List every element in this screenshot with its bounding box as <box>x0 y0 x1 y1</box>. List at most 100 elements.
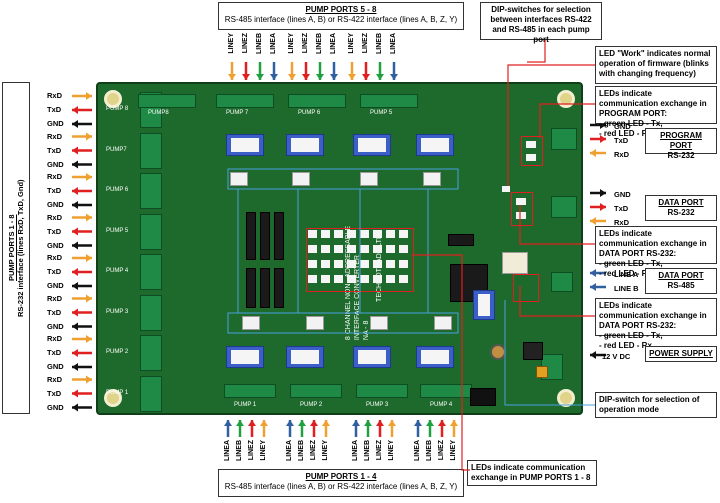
left-line-label: RxD <box>47 91 63 100</box>
left-line-label: RxD <box>47 131 63 141</box>
top-line-arrow <box>228 62 236 80</box>
top-line-arrow <box>348 62 356 80</box>
pump-led <box>386 275 395 283</box>
dip-switch-sa9[interactable] <box>416 134 454 156</box>
left-line-label: GND <box>47 200 64 209</box>
bottom-line-arrow <box>414 420 422 437</box>
pump-led <box>399 260 408 268</box>
left-line-label: TxD <box>47 226 62 236</box>
pump-left-label: PUMP 1 <box>106 389 129 396</box>
dip-switch-sa1[interactable] <box>226 346 264 368</box>
pump-led <box>373 245 382 253</box>
rs232-pump-connector <box>140 335 162 371</box>
pump-bottom-label: PUMP 3 <box>366 402 389 408</box>
data485-led-frame <box>513 274 539 302</box>
program-port-box: PROGRAM PORT RS-232 <box>645 128 717 160</box>
bottom-line-arrow <box>224 420 232 437</box>
left-line-label: RxD <box>47 212 63 222</box>
top-line-arrow <box>242 62 250 80</box>
left-line-arrow <box>72 241 92 250</box>
ic-chip <box>274 212 284 260</box>
callout-led-pump: LEDs indicate communication exchange in … <box>467 460 597 486</box>
pump-left-label: PUMP 8 <box>106 106 129 112</box>
pump-bottom-connector <box>224 384 276 398</box>
top-line-arrow <box>288 62 296 80</box>
right-port-arrow <box>590 217 606 225</box>
optocoupler <box>434 316 452 330</box>
pump-bottom-connector <box>356 384 408 398</box>
left-line-arrow <box>72 335 92 343</box>
bottom-subtitle: RS-485 interface (lines A, B) or RS-422 … <box>224 482 458 491</box>
data232-title: DATA PORT <box>658 198 704 207</box>
pump-top-label: PUMP 6 <box>298 110 321 116</box>
bottom-line-arrow <box>286 420 294 437</box>
dip-switch-sa7[interactable] <box>416 346 454 368</box>
optocoupler <box>423 172 441 186</box>
data-port-232-box: DATA PORT RS-232 <box>645 195 717 221</box>
top-ports-box: PUMP PORTS 5 - 8 RS-485 interface (lines… <box>218 2 464 30</box>
mode-dip-switch[interactable] <box>473 290 495 320</box>
right-port-arrow <box>590 135 606 143</box>
left-line-arrow <box>72 132 92 141</box>
pump-led <box>347 275 356 283</box>
voltage-regulator <box>470 388 496 406</box>
dip-switch-sa16[interactable] <box>226 134 264 156</box>
data485-sub: RS-485 <box>667 281 695 290</box>
rs232-pump-connector <box>140 132 162 169</box>
pump-led <box>347 260 356 268</box>
bottom-line-arrow <box>376 420 384 437</box>
pump-led <box>321 245 330 253</box>
bottom-line-arrow <box>298 420 306 437</box>
leader-led-pump <box>412 254 470 471</box>
pump-led <box>386 230 395 238</box>
left-line-arrow <box>72 308 92 317</box>
top-line-arrow <box>390 62 398 80</box>
left-line-arrow <box>72 213 92 222</box>
bottom-line-arrow <box>260 420 268 437</box>
pump-led-array <box>308 230 412 290</box>
right-port-arrow <box>590 283 606 291</box>
pump-top-label: PUMP 5 <box>370 110 393 116</box>
pump-led <box>399 230 408 238</box>
dip-switch-sa5[interactable] <box>353 346 391 368</box>
bottom-line-arrow <box>388 420 396 437</box>
left-line-arrow <box>72 322 92 331</box>
left-line-label: RxD <box>47 334 63 343</box>
dip-switch-sa11[interactable] <box>353 134 391 156</box>
right-port-arrow <box>590 149 606 157</box>
optocoupler <box>360 172 378 186</box>
bottom-line-arrow <box>438 420 446 437</box>
program-port-sub: RS-232 <box>667 151 695 160</box>
mount-hole <box>104 90 122 108</box>
left-line-label: TxD <box>47 348 62 357</box>
optocoupler <box>306 316 324 330</box>
crystal <box>448 234 474 246</box>
left-line-arrow <box>72 349 92 357</box>
pump-top-connector <box>288 94 346 108</box>
left-line-label: GND <box>47 402 64 412</box>
optocoupler <box>230 172 248 186</box>
pump-led <box>347 230 356 238</box>
bottom-line-arrow <box>236 420 244 437</box>
left-line-label: TxD <box>47 388 62 398</box>
data-port-rs485-connector <box>551 272 573 292</box>
dip-switch-sa15[interactable] <box>286 134 324 156</box>
pump-bottom-connector <box>290 384 342 398</box>
pump-led <box>399 245 408 253</box>
push-button[interactable] <box>523 342 543 360</box>
top-title: PUMP PORTS 5 - 8 <box>305 5 377 14</box>
left-line-label: GND <box>47 159 64 169</box>
pump-top-label: PUMP8 <box>148 110 169 116</box>
dip-switch-sa3[interactable] <box>286 346 324 368</box>
prog-gnd-label: GND <box>614 122 631 131</box>
pump-led <box>373 275 382 283</box>
pump-bottom-label: PUMP 4 <box>430 402 453 408</box>
optocoupler <box>370 316 388 330</box>
data232-led-tx <box>516 198 526 205</box>
left-ports-box: PUMP PORTS 1 - 8 RS-232 interface (lines… <box>2 82 30 414</box>
board-traces <box>227 168 459 334</box>
left-line-arrow <box>72 201 92 209</box>
top-line-arrow <box>376 62 384 80</box>
work-led <box>502 186 510 192</box>
